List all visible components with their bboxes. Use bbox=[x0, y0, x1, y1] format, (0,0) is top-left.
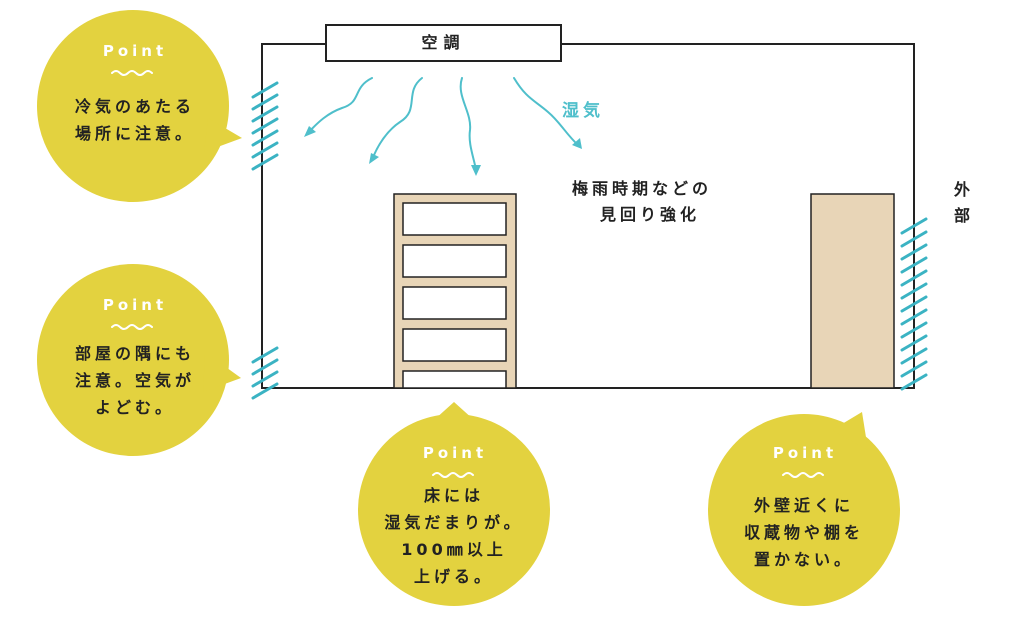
arrowhead-2 bbox=[369, 153, 379, 164]
cabinet bbox=[810, 193, 895, 389]
airflow-arrows bbox=[307, 77, 579, 171]
arrowhead-1 bbox=[304, 126, 316, 137]
shelf-slot bbox=[402, 286, 507, 320]
shelf-slot bbox=[402, 244, 507, 278]
wall-hatch-right bbox=[900, 217, 928, 391]
point-4-line3: 置かない。 bbox=[753, 550, 854, 569]
point-bubble-2 bbox=[37, 264, 241, 456]
shelf-slot bbox=[402, 370, 507, 389]
airflow-arrow-2 bbox=[371, 77, 423, 161]
point-3-line4: 上げる。 bbox=[413, 567, 494, 586]
point-3-label: Point bbox=[422, 444, 488, 462]
point-4-text: 外壁近くに 収蔵物や棚を 置かない。 bbox=[706, 492, 902, 573]
wall-hatch-lower-left bbox=[251, 346, 279, 400]
point-3-line3: 100㎜以上 bbox=[401, 540, 507, 559]
point-1-text: 冷気のあたる 場所に注意。 bbox=[37, 93, 233, 147]
monsoon-note-line1: 梅雨時期などの bbox=[572, 179, 713, 198]
airflow-arrow-4 bbox=[513, 77, 579, 146]
airflow-arrow-1 bbox=[307, 77, 373, 134]
monsoon-note-line2: 見回り強化 bbox=[600, 205, 701, 224]
shelf-slot bbox=[402, 202, 507, 236]
point-3-text: 床には 湿気だまりが。 100㎜以上 上げる。 bbox=[356, 482, 552, 590]
point-bubble-1 bbox=[37, 10, 242, 202]
point-1-label: Point bbox=[102, 42, 168, 60]
aircon-unit bbox=[325, 24, 562, 62]
airflow-arrowheads bbox=[304, 126, 582, 176]
point-3-line1: 床には bbox=[423, 486, 484, 505]
point-bubble-4 bbox=[708, 412, 900, 606]
aircon-label: 空調 bbox=[421, 33, 466, 52]
point-2-text: 部屋の隅にも 注意。空気が よどむ。 bbox=[37, 340, 233, 421]
point-3-line2: 湿気だまりが。 bbox=[384, 513, 524, 532]
outside-label-line2: 部 bbox=[954, 206, 975, 225]
point-bubble-3 bbox=[358, 402, 550, 606]
shelf-slot bbox=[402, 328, 507, 362]
point-underlines bbox=[111, 70, 824, 478]
point-4-line1: 外壁近くに bbox=[753, 496, 854, 515]
point-1-line1: 冷気のあたる bbox=[74, 97, 195, 116]
wall-hatch-upper-left bbox=[251, 81, 279, 171]
point-1-line2: 場所に注意。 bbox=[74, 124, 195, 143]
bubbles bbox=[37, 10, 900, 606]
point-2-label: Point bbox=[102, 296, 168, 314]
point-2-line3: よどむ。 bbox=[94, 398, 175, 417]
arrowhead-4 bbox=[572, 138, 582, 149]
point-2-line2: 注意。空気が bbox=[74, 371, 195, 390]
room-outline bbox=[261, 43, 915, 389]
humidity-label: 湿気 bbox=[562, 101, 604, 121]
outside-label-line1: 外 bbox=[954, 180, 975, 199]
shelf-unit bbox=[393, 193, 517, 389]
point-2-line1: 部屋の隅にも bbox=[74, 344, 195, 363]
arrowhead-3 bbox=[471, 165, 481, 176]
airflow-arrow-3 bbox=[459, 77, 477, 171]
point-4-label: Point bbox=[772, 444, 838, 462]
point-4-line2: 収蔵物や棚を bbox=[743, 523, 864, 542]
